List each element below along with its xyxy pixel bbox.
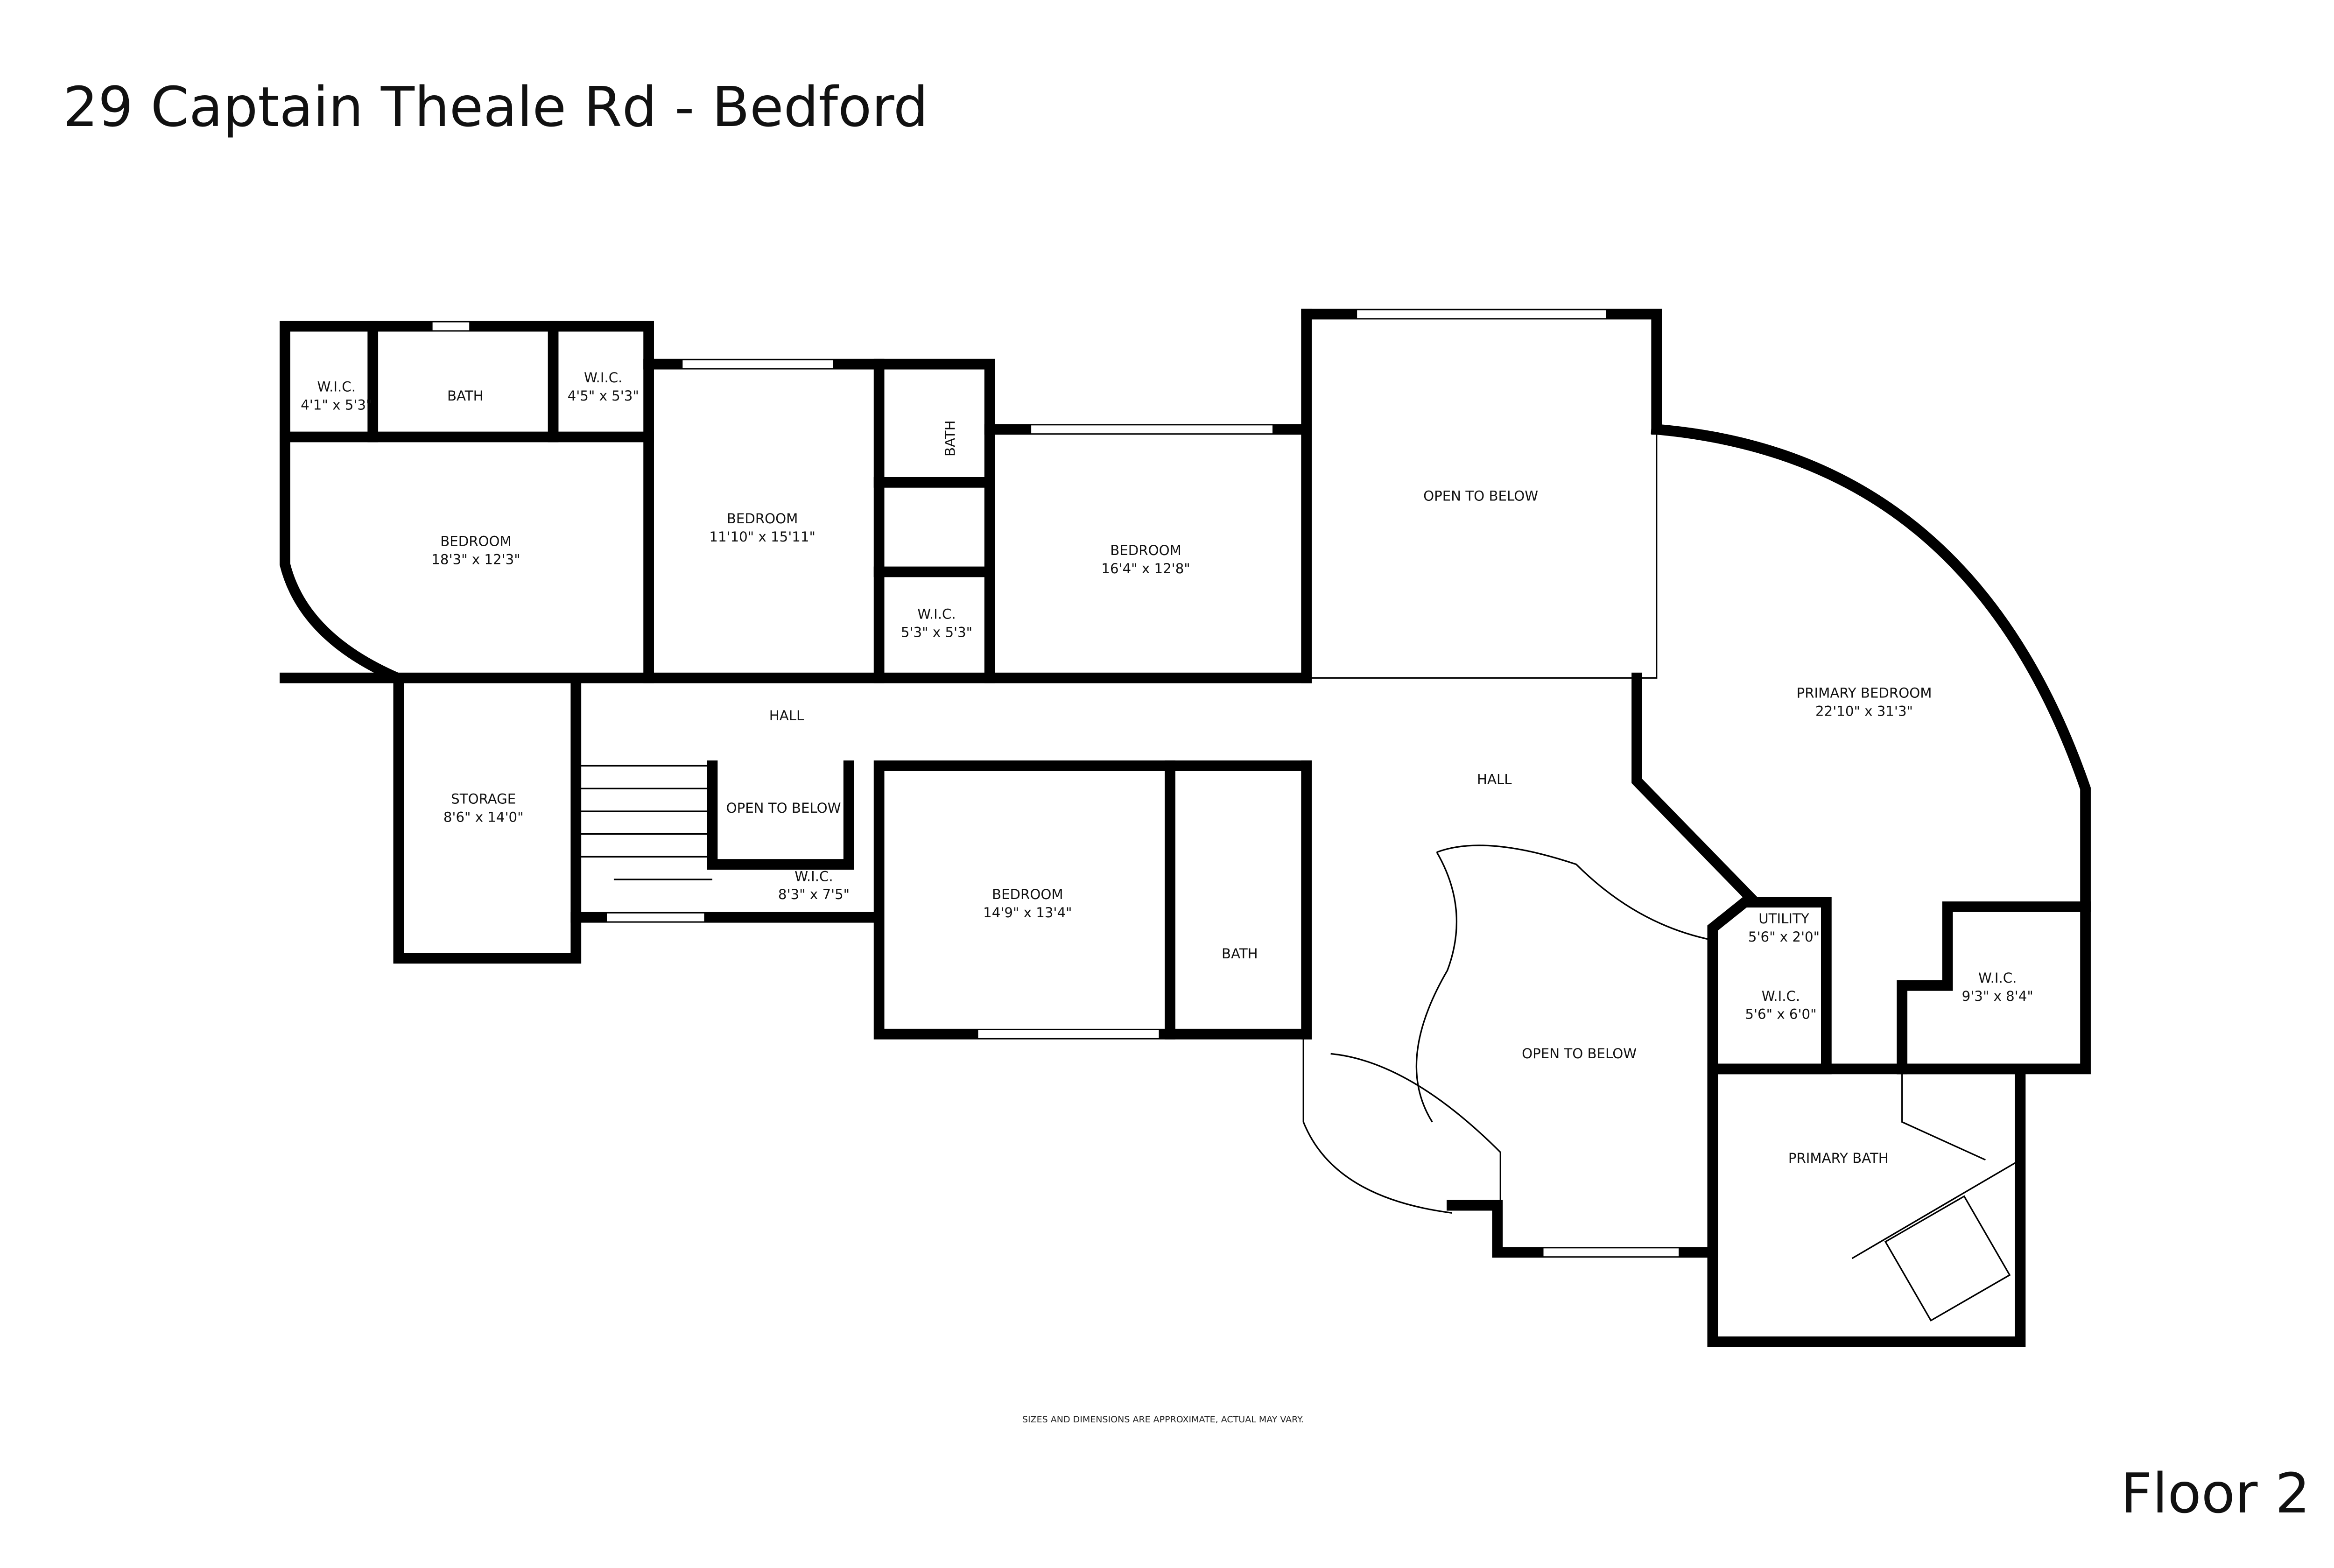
svg-text:8'6" x 14'0": 8'6" x 14'0": [443, 809, 524, 825]
room-wic-3: W.I.C. 5'3" x 5'3": [901, 606, 972, 640]
svg-text:14'9" x 13'4": 14'9" x 13'4": [983, 905, 1072, 921]
svg-text:BATH: BATH: [1222, 946, 1258, 962]
svg-text:4'1" x 5'3": 4'1" x 5'3": [301, 397, 372, 413]
room-wic-6: W.I.C. 9'3" x 8'4": [1962, 970, 2033, 1004]
room-open-to-below-2: OPEN TO BELOW: [726, 800, 841, 816]
disclaimer: SIZES AND DIMENSIONS ARE APPROXIMATE, AC…: [1022, 1414, 1304, 1425]
room-open-to-below-3: OPEN TO BELOW: [1522, 1046, 1637, 1062]
room-wic-1: W.I.C. 4'1" x 5'3": [301, 379, 372, 413]
svg-text:W.I.C.: W.I.C.: [1762, 988, 1800, 1004]
svg-text:18'3" x 12'3": 18'3" x 12'3": [431, 552, 520, 568]
room-utility: UTILITY 5'6" x 2'0": [1748, 911, 1820, 945]
svg-text:W.I.C.: W.I.C.: [917, 606, 956, 622]
svg-text:PRIMARY BATH: PRIMARY BATH: [1788, 1150, 1889, 1166]
svg-text:5'6" x 6'0": 5'6" x 6'0": [1745, 1006, 1816, 1022]
svg-text:BEDROOM: BEDROOM: [440, 534, 512, 549]
room-storage: STORAGE 8'6" x 14'0": [443, 791, 524, 825]
room-bath-3: BATH: [1222, 946, 1258, 962]
room-bedroom-2: BEDROOM 11'10" x 15'11": [709, 511, 815, 545]
svg-text:W.I.C.: W.I.C.: [584, 370, 622, 386]
svg-text:5'6" x 2'0": 5'6" x 2'0": [1748, 929, 1820, 945]
walls: [280, 309, 2091, 1347]
room-bedroom-3: BEDROOM 16'4" x 12'8": [1101, 542, 1190, 577]
room-bedroom-1: BEDROOM 18'3" x 12'3": [431, 534, 520, 568]
room-wic-2: W.I.C. 4'5" x 5'3": [568, 370, 639, 404]
room-hall-2: HALL: [1477, 772, 1512, 788]
svg-text:OPEN TO BELOW: OPEN TO BELOW: [1423, 488, 1538, 504]
room-wic-4: W.I.C. 8'3" x 7'5": [778, 868, 850, 902]
svg-text:HALL: HALL: [769, 708, 804, 724]
room-wic-5: W.I.C. 5'6" x 6'0": [1745, 988, 1816, 1022]
room-primary-bedroom: PRIMARY BEDROOM 22'10" x 31'3": [1797, 685, 1932, 719]
room-bedroom-4: BEDROOM 14'9" x 13'4": [983, 886, 1072, 921]
room-bath-2: BATH: [942, 420, 958, 457]
svg-text:8'3" x 7'5": 8'3" x 7'5": [778, 886, 850, 902]
svg-text:OPEN TO BELOW: OPEN TO BELOW: [1522, 1046, 1637, 1062]
svg-text:HALL: HALL: [1477, 772, 1512, 788]
svg-text:W.I.C.: W.I.C.: [1978, 970, 2017, 986]
room-primary-bath: PRIMARY BATH: [1788, 1150, 1889, 1166]
svg-text:5'3" x 5'3": 5'3" x 5'3": [901, 625, 972, 640]
svg-text:OPEN TO BELOW: OPEN TO BELOW: [726, 800, 841, 816]
svg-text:9'3" x 8'4": 9'3" x 8'4": [1962, 988, 2033, 1004]
svg-text:BEDROOM: BEDROOM: [727, 511, 798, 527]
svg-text:BEDROOM: BEDROOM: [992, 886, 1063, 902]
svg-text:11'10" x 15'11": 11'10" x 15'11": [709, 529, 815, 545]
room-bath-1: BATH: [447, 388, 484, 404]
svg-text:W.I.C.: W.I.C.: [794, 868, 833, 884]
svg-text:22'10" x 31'3": 22'10" x 31'3": [1815, 703, 1913, 719]
svg-text:4'5" x 5'3": 4'5" x 5'3": [568, 388, 639, 404]
svg-text:BATH: BATH: [942, 420, 958, 457]
svg-text:BATH: BATH: [447, 388, 484, 404]
svg-text:PRIMARY BEDROOM: PRIMARY BEDROOM: [1797, 685, 1932, 701]
windows: [431, 309, 1680, 1258]
room-labels: W.I.C. 4'1" x 5'3" BATH W.I.C. 4'5" x 5'3"…: [301, 370, 2033, 1166]
svg-text:BEDROOM: BEDROOM: [1110, 542, 1181, 558]
svg-text:W.I.C.: W.I.C.: [317, 379, 356, 395]
svg-text:16'4" x 12'8": 16'4" x 12'8": [1101, 561, 1190, 577]
page-title: 29 Captain Theale Rd - Bedford: [63, 75, 928, 139]
svg-text:STORAGE: STORAGE: [451, 791, 516, 807]
svg-text:UTILITY: UTILITY: [1758, 911, 1809, 927]
room-hall-1: HALL: [769, 708, 804, 724]
room-open-to-below-1: OPEN TO BELOW: [1423, 488, 1538, 504]
floor-label: Floor 2: [2120, 1461, 2310, 1526]
